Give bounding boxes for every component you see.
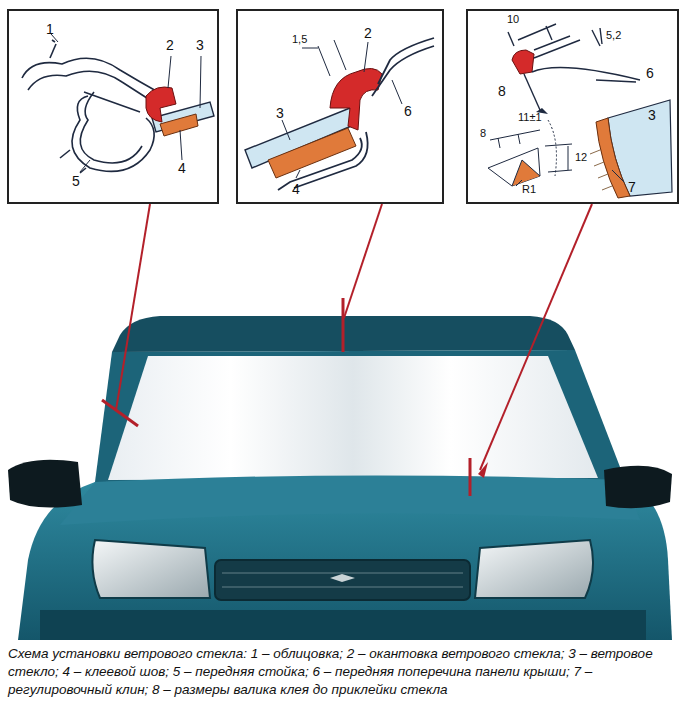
car-drawing bbox=[8, 316, 672, 640]
callout-number: 8 bbox=[498, 84, 506, 98]
inset-roof bbox=[278, 38, 434, 190]
callout-number: 2 bbox=[166, 38, 174, 52]
inset-frames bbox=[8, 10, 678, 203]
callout-number: 4 bbox=[178, 161, 186, 175]
dimension-label: 8 bbox=[480, 128, 486, 139]
callout-number: 2 bbox=[364, 26, 372, 40]
callout-number: 1 bbox=[46, 22, 54, 36]
dimension-label: R1 bbox=[522, 184, 536, 195]
inset-pillar bbox=[22, 40, 158, 173]
dimension-label: 11±1 bbox=[518, 112, 542, 123]
callout-number: 6 bbox=[404, 104, 412, 118]
dimension-label: 10 bbox=[507, 14, 519, 25]
dimension-label: 12 bbox=[575, 152, 587, 163]
callout-number: 6 bbox=[646, 66, 654, 80]
pointer-lines bbox=[102, 204, 592, 496]
dimension-label: 1,5 bbox=[292, 34, 307, 45]
inset-bead bbox=[508, 24, 640, 110]
callout-number: 5 bbox=[72, 174, 80, 188]
callout-number: 3 bbox=[276, 106, 284, 120]
dimension-label: 5,2 bbox=[606, 30, 621, 41]
figure-caption: Схема установки ветрового стекла: 1 – об… bbox=[8, 645, 680, 699]
callout-number: 7 bbox=[628, 180, 636, 194]
callout-number: 4 bbox=[292, 182, 300, 196]
callout-number: 3 bbox=[196, 38, 204, 52]
callout-number: 3 bbox=[648, 108, 656, 122]
